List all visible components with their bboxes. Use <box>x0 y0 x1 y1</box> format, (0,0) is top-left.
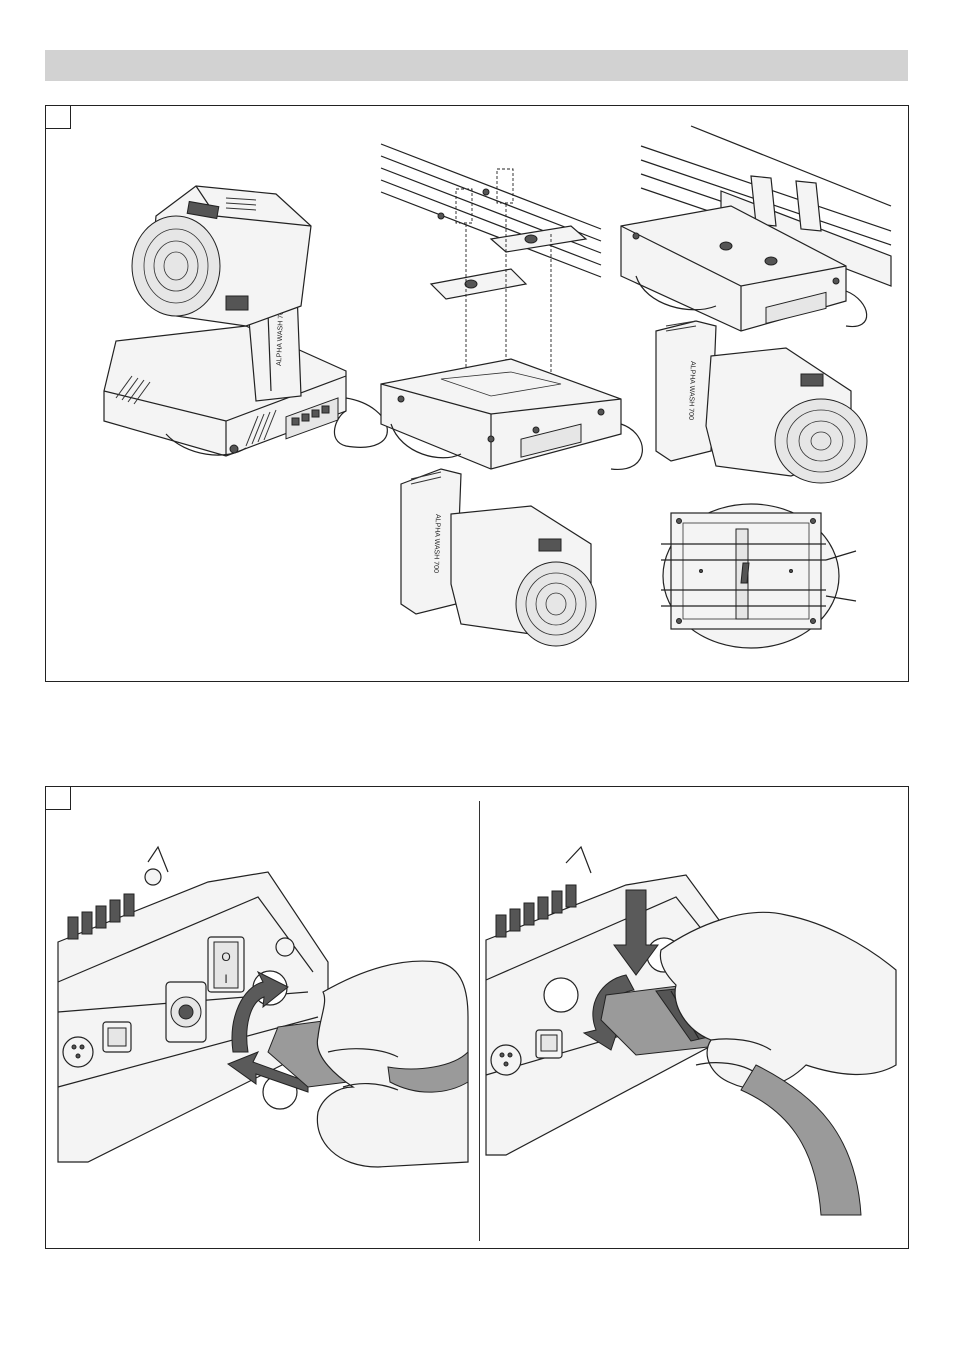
power-switch-on-label: I <box>224 972 227 986</box>
fixture-truss-mounted-illustration: ALPHA WASH 700 <box>611 126 901 466</box>
figure-panel-power-connector: O I <box>45 786 909 1249</box>
figure-divider <box>479 801 480 1241</box>
power-switch-off-label: O <box>221 950 230 964</box>
fixture-top-view-detail <box>661 501 876 651</box>
connector-remove-illustration <box>486 835 896 1215</box>
fixture-hanging-exploded-illustration: ALPHA WASH 700 <box>361 134 641 574</box>
figure-corner-label-box <box>45 105 71 129</box>
figure-panel-mounting: ALPHA WASH 700 <box>45 105 909 682</box>
fixture-floor-standing-illustration: ALPHA WASH 700 <box>96 166 376 476</box>
section-header-bar <box>45 50 908 81</box>
figure-corner-label-box-b <box>45 786 71 810</box>
connector-insert-illustration: O I <box>58 842 468 1172</box>
callout-4 <box>544 978 578 1012</box>
